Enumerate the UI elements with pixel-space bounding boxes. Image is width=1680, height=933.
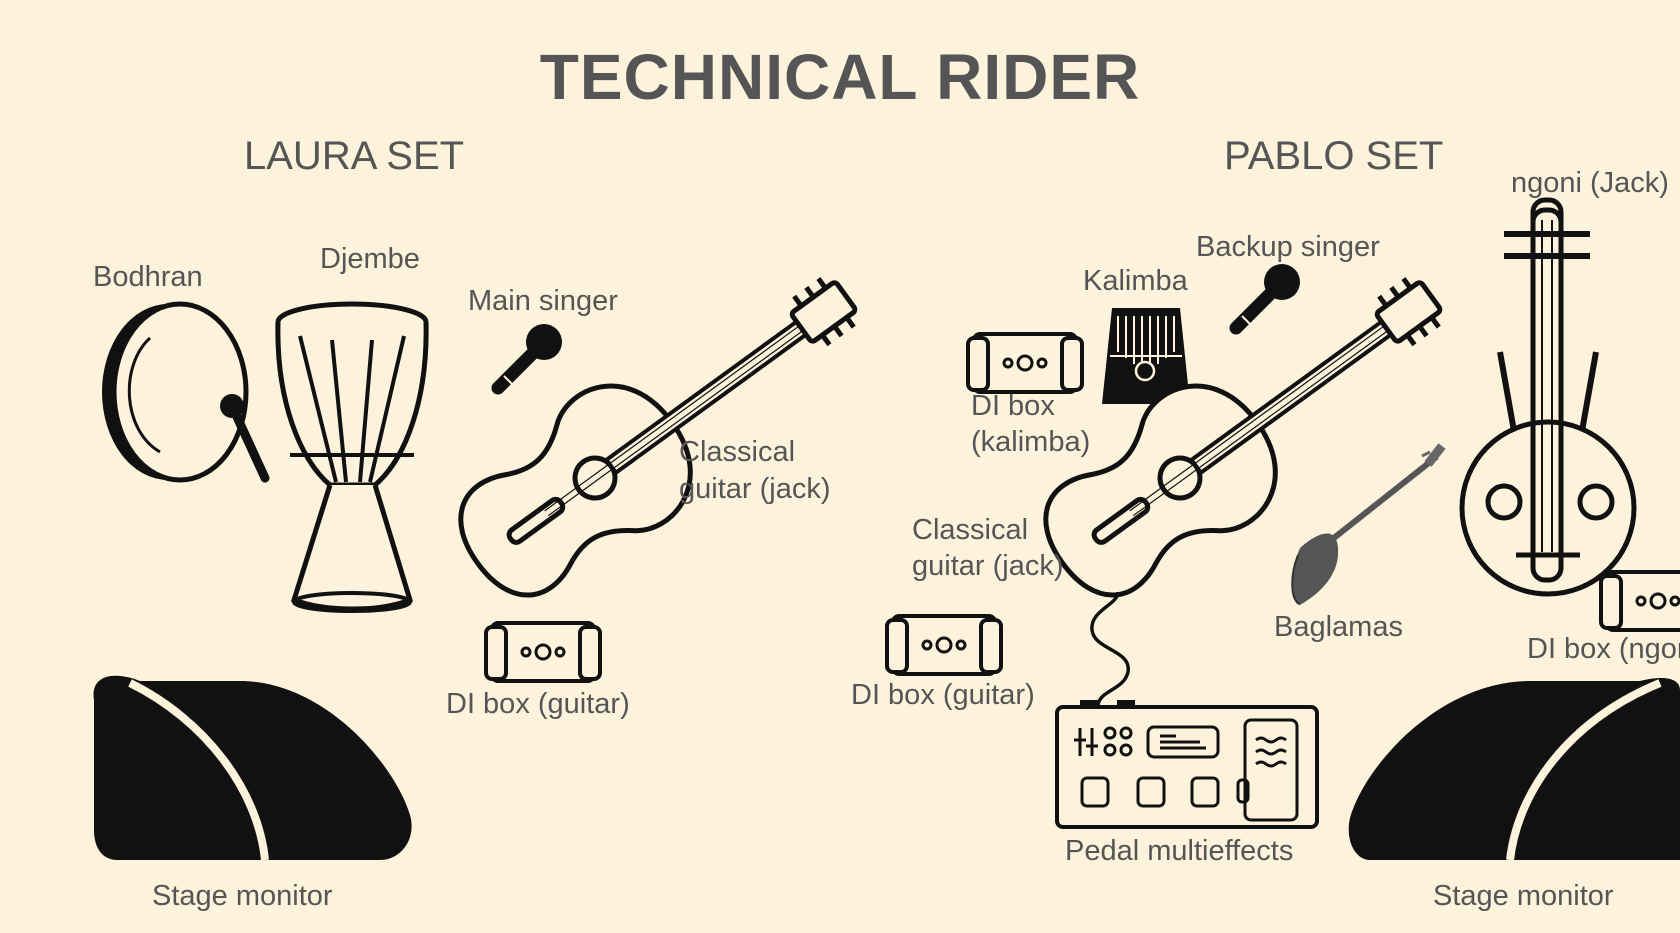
pablo-stage-monitor-label: Stage monitor — [1433, 880, 1614, 912]
di-box-kalimba-label-line2: (kalimba) — [971, 426, 1091, 458]
ngoni-label: ngoni (Jack) — [1511, 167, 1669, 199]
laura-set-heading: LAURA SET — [244, 134, 465, 178]
laura-di-box-label: DI box (guitar) — [446, 688, 630, 720]
di-box-kalimba-label-line1: DI box — [971, 390, 1055, 422]
laura-di-box-icon — [484, 621, 602, 683]
laura-stage-monitor-label: Stage monitor — [152, 880, 333, 912]
bodhran-label: Bodhran — [93, 261, 203, 293]
main-singer-mic-icon — [498, 324, 562, 388]
baglamas-label: Baglamas — [1274, 611, 1403, 643]
pablo-set-heading: PABLO SET — [1224, 134, 1444, 178]
bodhran-icon — [102, 301, 270, 483]
pedal-multieffects-icon — [1055, 700, 1319, 829]
pablo-guitar-label-line2: guitar (jack) — [912, 550, 1064, 582]
backup-singer-label: Backup singer — [1196, 231, 1380, 263]
main-singer-label: Main singer — [468, 285, 618, 317]
ngoni-icon — [1459, 197, 1637, 597]
pablo-di-box-kalimba-icon — [966, 332, 1084, 394]
guitar-pedal-cable — [1090, 591, 1130, 706]
kalimba-label: Kalimba — [1083, 265, 1188, 297]
kalimba-icon — [1102, 308, 1190, 404]
baglamas-icon — [1291, 443, 1446, 605]
pablo-di-box-ngoni-icon — [1599, 570, 1680, 632]
pedal-multieffects-label: Pedal multieffects — [1065, 835, 1294, 867]
djembe-icon — [275, 301, 429, 613]
pablo-di-box-guitar-icon — [885, 614, 1003, 676]
pablo-guitar-label-line1: Classical — [912, 514, 1029, 546]
laura-stage-monitor-icon — [93, 675, 412, 861]
laura-guitar-label-line2: guitar (jack) — [679, 473, 831, 505]
djembe-label: Djembe — [320, 243, 420, 275]
page-title: TECHNICAL RIDER — [539, 41, 1141, 113]
backup-singer-mic-icon — [1236, 264, 1300, 328]
di-box-ngoni-label: DI box (ngoni) — [1527, 633, 1680, 665]
laura-guitar-label-line1: Classical — [679, 436, 796, 468]
pablo-di-box-guitar-label: DI box (guitar) — [851, 679, 1035, 711]
pablo-stage-monitor-icon — [1348, 677, 1680, 861]
